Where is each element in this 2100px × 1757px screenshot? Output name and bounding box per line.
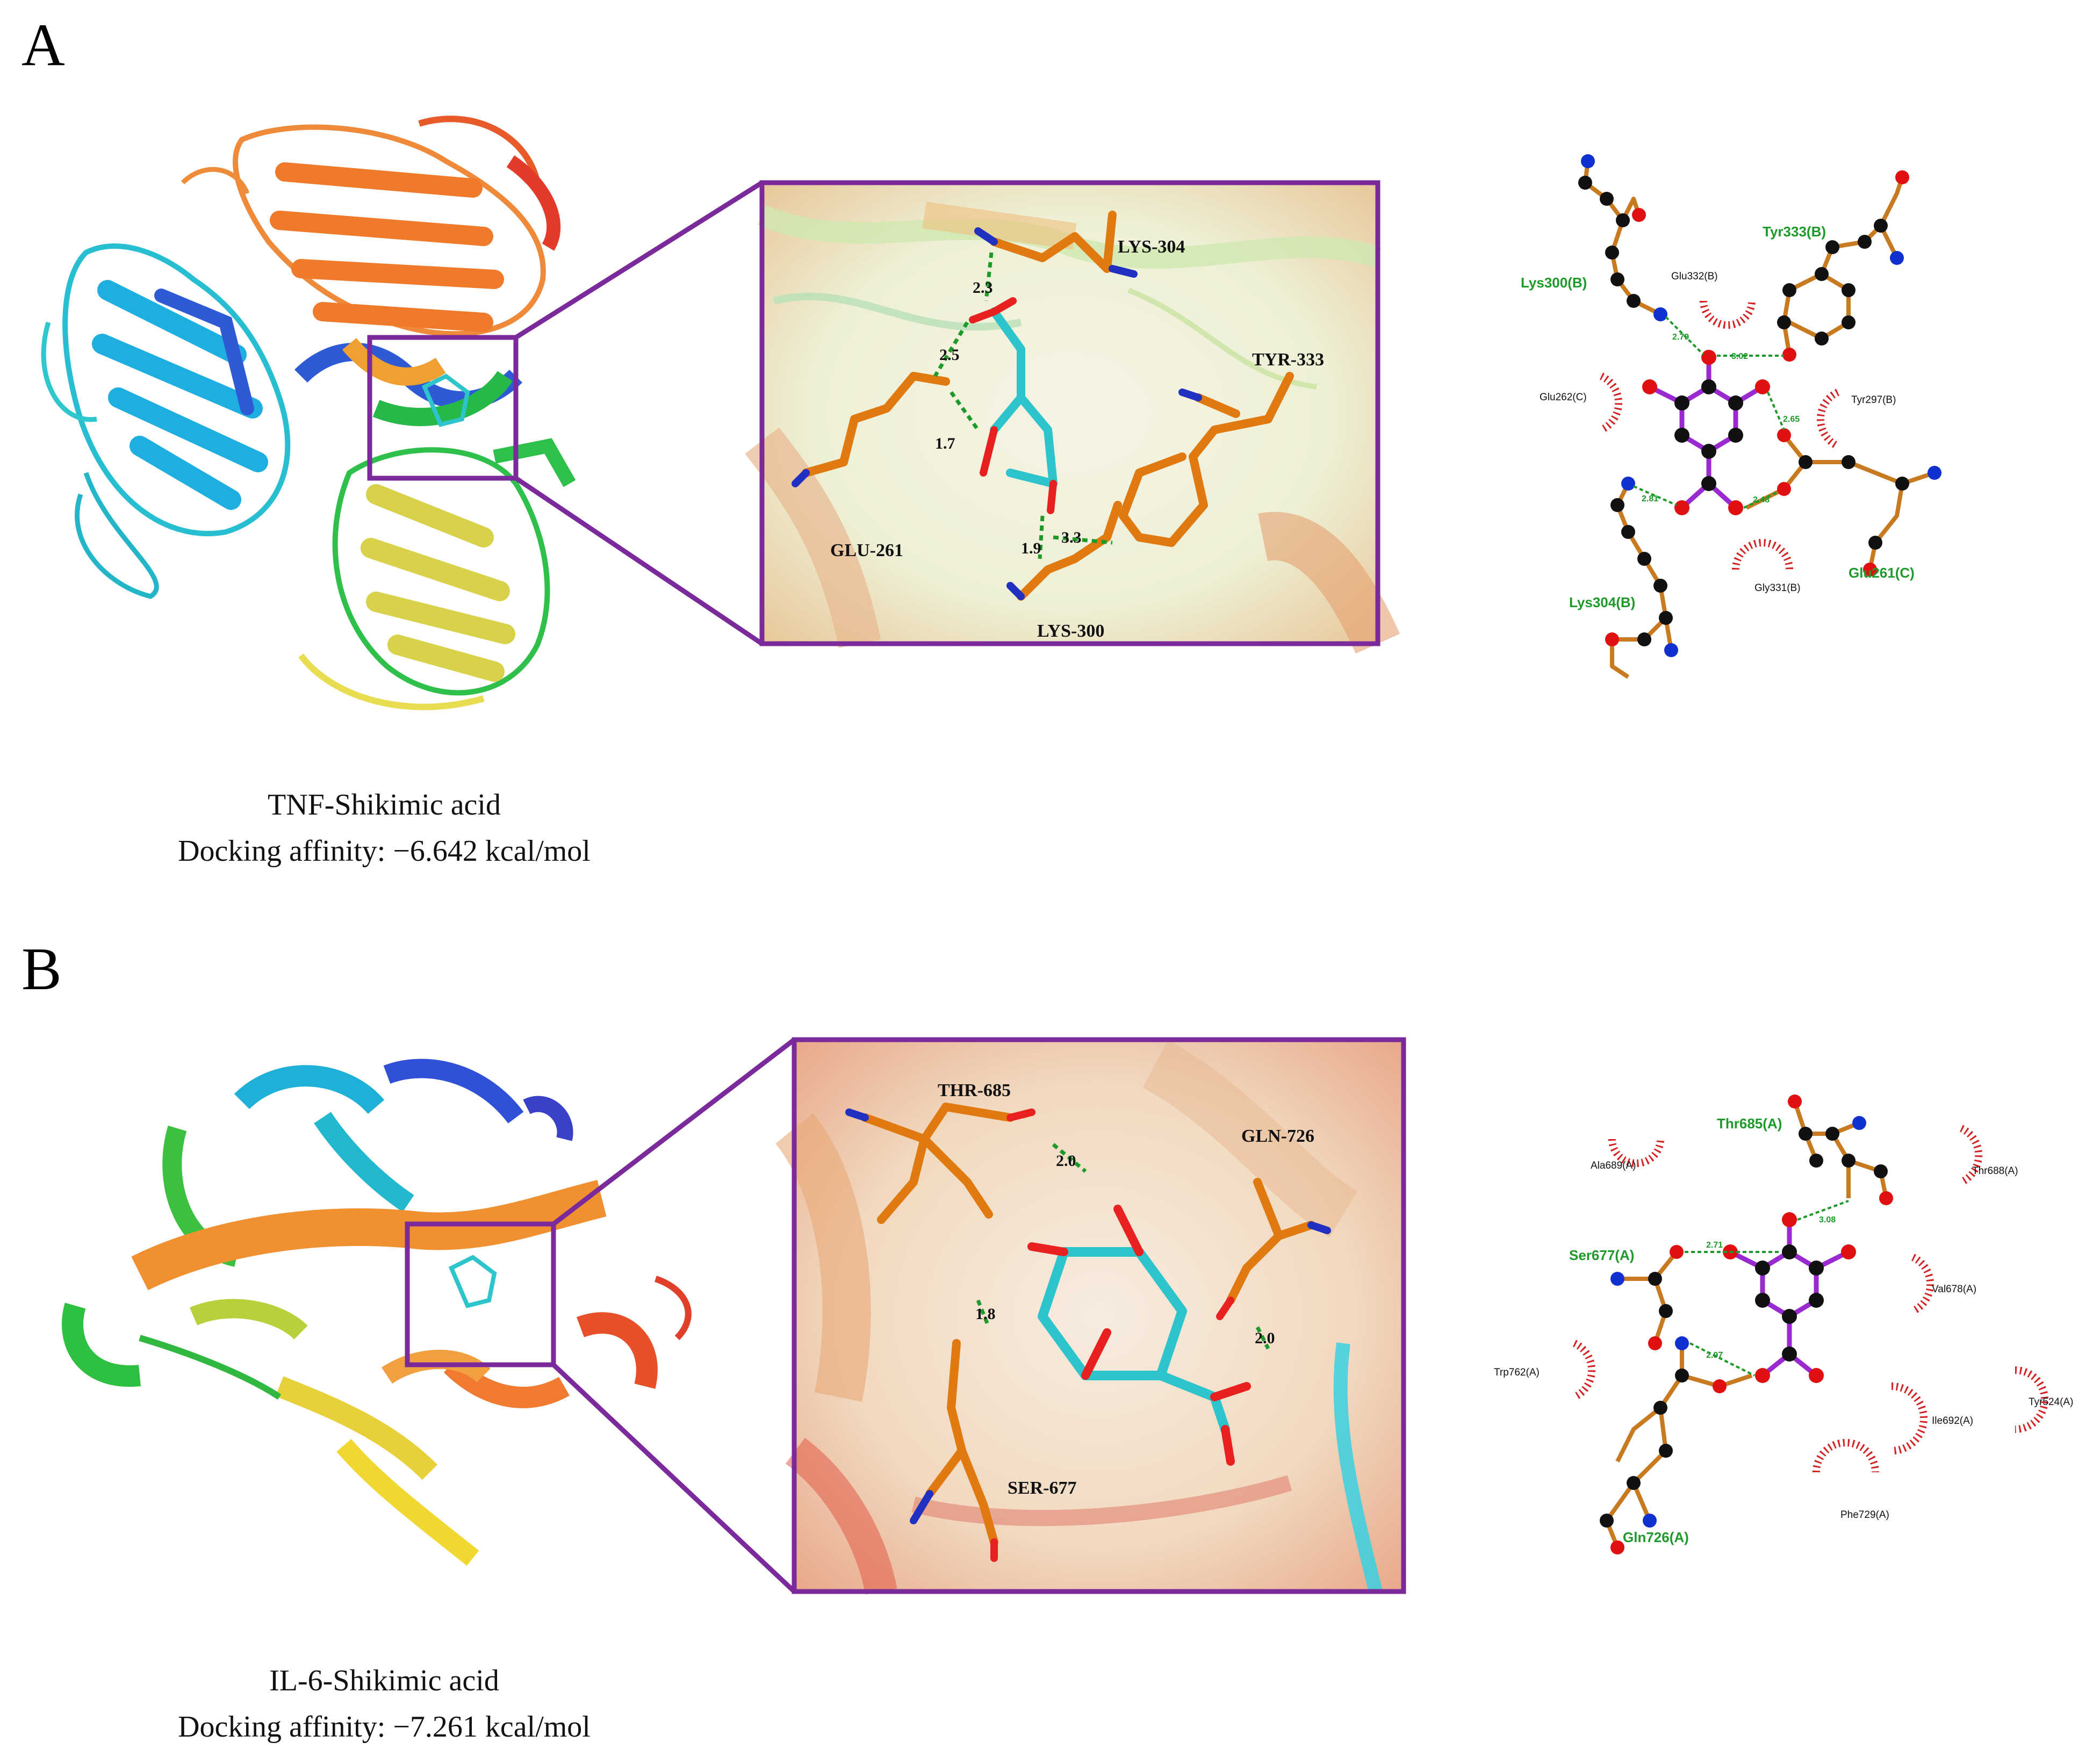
zoom-view-b: THR-685 GLN-726 SER-677 2.0 1.8 2.0 bbox=[775, 1040, 1404, 1595]
connector-top-a bbox=[514, 181, 764, 340]
ligplot-b-hydro-ala689: Ala689(A) bbox=[1591, 1160, 1636, 1171]
caption-b: IL-6-Shikimic acid Docking affinity: −7.… bbox=[142, 1658, 626, 1750]
ligplot-a-hbond-lys300: Lys300(B) bbox=[1521, 275, 1587, 291]
ligplot-a-distance-5: 2.48 bbox=[1753, 495, 1770, 505]
connector-top-b bbox=[552, 1038, 796, 1226]
ligplot-a-hydrophobic-arcs bbox=[1599, 300, 1840, 570]
ligplot-a-hbond-tyr333: Tyr333(B) bbox=[1763, 224, 1826, 240]
zoom-b-residue-thr685: THR-685 bbox=[938, 1081, 1011, 1100]
ligplot-b-distance-2: 3.08 bbox=[1819, 1215, 1836, 1225]
zoom-a-residue-glu261: GLU-261 bbox=[830, 541, 903, 560]
ligplot-a-distance-3: 2.65 bbox=[1783, 415, 1800, 424]
zoom-b-residue-ser677: SER-677 bbox=[1008, 1478, 1076, 1498]
ligplot-b-distance-3: 2.97 bbox=[1706, 1351, 1723, 1360]
selection-box-a bbox=[367, 335, 519, 481]
ligplot-a-hydro-tyr297: Tyr297(B) bbox=[1851, 394, 1896, 406]
zoom-frame-b bbox=[792, 1037, 1406, 1594]
ligplot-b-hbond-thr685: Thr685(A) bbox=[1717, 1115, 1782, 1132]
caption-a-affinity: Docking affinity: −6.642 kcal/mol bbox=[178, 834, 591, 868]
ligplot-a-hydro-glu262: Glu262(C) bbox=[1540, 392, 1587, 403]
ligplot-a-hbond-lys304: Lys304(B) bbox=[1569, 594, 1635, 610]
ligand-thumbnail-a bbox=[421, 373, 470, 427]
ligplot-a-hydro-glu332: Glu332(B) bbox=[1671, 271, 1718, 282]
ligplot-b-hydro-tyr524: Tyr524(A) bbox=[2029, 1396, 2073, 1408]
caption-b-affinity: Docking affinity: −7.261 kcal/mol bbox=[178, 1710, 591, 1744]
zoom-b-distance-2: 1.8 bbox=[975, 1305, 996, 1323]
connector-bottom-b bbox=[551, 1363, 796, 1594]
ligplot-b-hbond-gln726: Gln726(A) bbox=[1623, 1529, 1689, 1545]
ligplot-b: Thr685(A) Ser677(A) Gln726(A) Ala689(A) … bbox=[1494, 1094, 2073, 1554]
ligplot-b-distance-1: 2.71 bbox=[1706, 1241, 1723, 1250]
ligplot-a: Lys300(B) Tyr333(B) Lys304(B) Glu261(C) … bbox=[1521, 154, 1941, 679]
ligplot-b-hydro-val678: Val678(A) bbox=[1932, 1284, 1976, 1295]
ligplot-b-hydro-ile692: Ile692(A) bbox=[1932, 1415, 1973, 1427]
zoom-b-residue-gln726: GLN-726 bbox=[1241, 1126, 1314, 1146]
ligplot-b-hydro-thr688: Thr688(A) bbox=[1972, 1165, 2018, 1177]
zoom-a-distance-4: 1.9 bbox=[1021, 539, 1041, 557]
zoom-b-distance-3: 2.0 bbox=[1255, 1329, 1275, 1347]
protein-structure-a bbox=[41, 116, 576, 710]
zoom-a-distance-3: 1.7 bbox=[935, 435, 955, 452]
zoom-a-distance-1: 2.3 bbox=[973, 279, 993, 297]
ligplot-b-atoms bbox=[1600, 1094, 1893, 1554]
ligplot-a-hbond-glu261: Glu261(C) bbox=[1849, 565, 1915, 581]
ligplot-a-distance-4: 2.81 bbox=[1642, 494, 1658, 503]
zoom-b-distance-1: 2.0 bbox=[1056, 1152, 1076, 1170]
ligplot-a-hydro-gly331: Gly331(B) bbox=[1754, 582, 1801, 594]
zoom-a-distance-2: 2.5 bbox=[939, 346, 960, 364]
ligplot-a-distance-2: 3.02 bbox=[1731, 352, 1748, 361]
protein-structure-b bbox=[62, 1058, 692, 1566]
panel-letter-b: B bbox=[21, 936, 62, 1003]
ligplot-b-hydro-trp762: Trp762(A) bbox=[1494, 1367, 1540, 1378]
caption-a-title: TNF-Shikimic acid bbox=[268, 788, 501, 822]
ligplot-b-hbond-ser677: Ser677(A) bbox=[1569, 1247, 1634, 1263]
connector-bottom-a bbox=[514, 476, 764, 646]
caption-b-title: IL-6-Shikimic acid bbox=[269, 1664, 499, 1697]
zoom-a-residue-tyr333: TYR-333 bbox=[1252, 350, 1324, 370]
selection-box-b bbox=[405, 1221, 556, 1367]
zoom-a-residue-lys304: LYS-304 bbox=[1118, 237, 1185, 257]
ligplot-a-atoms bbox=[1578, 154, 1941, 657]
caption-a: TNF-Shikimic acid Docking affinity: −6.6… bbox=[142, 782, 626, 874]
ligplot-b-hydrophobic-arcs bbox=[1572, 1125, 2048, 1473]
ligplot-a-distance-1: 2.79 bbox=[1672, 333, 1689, 342]
zoom-frame-a bbox=[759, 180, 1380, 646]
ligplot-b-hydro-phe729: Phe729(A) bbox=[1840, 1509, 1889, 1521]
zoom-a-distance-5: 3.3 bbox=[1061, 529, 1082, 546]
panel-letter-a: A bbox=[21, 12, 65, 78]
zoom-view-a: LYS-304 TYR-333 GLU-261 LYS-300 2.3 2.5 … bbox=[745, 183, 1400, 654]
ligand-thumbnail-b bbox=[448, 1255, 497, 1308]
zoom-a-residue-lys300: LYS-300 bbox=[1037, 621, 1104, 641]
